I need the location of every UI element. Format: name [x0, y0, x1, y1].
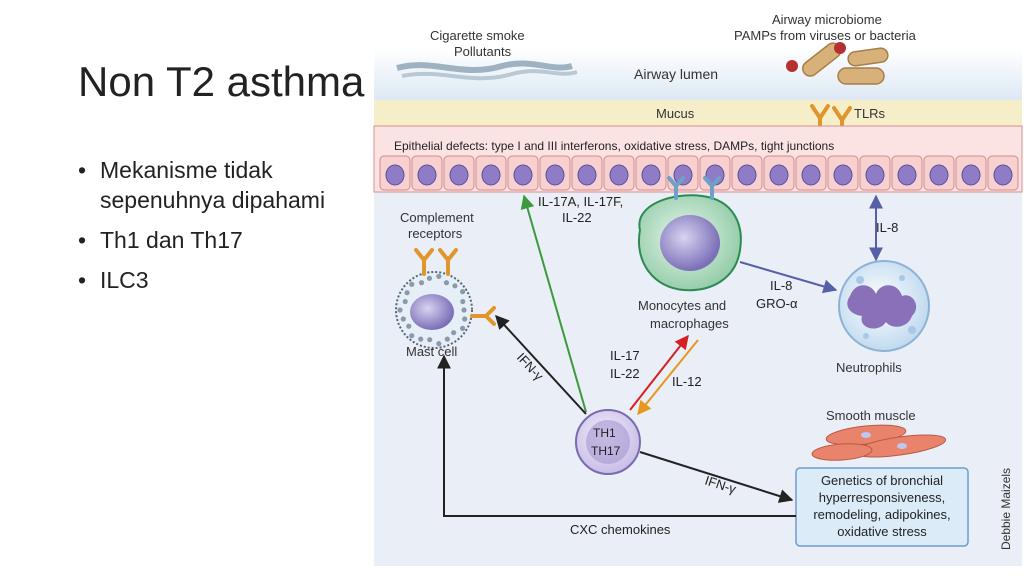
- il17-label: IL-17: [610, 348, 640, 363]
- epithelial-nucleus: [481, 164, 501, 186]
- macrophage-icon: [637, 176, 742, 292]
- mast-cell-granule: [402, 298, 408, 305]
- monocytes-label: Monocytes and: [638, 298, 726, 313]
- mast-cell-granule: [460, 298, 466, 305]
- genetics-box: [795, 467, 969, 547]
- mast-cell-granule: [461, 307, 467, 313]
- th-cell-icon: [575, 409, 641, 475]
- genetics-line1: Genetics of bronchial: [821, 473, 943, 488]
- genetics-line3: remodeling, adipokines,: [813, 507, 950, 522]
- epithelial-nucleus: [673, 164, 693, 186]
- bullet-item: Mekanisme tidak sepenuhnya dipahami: [78, 155, 368, 215]
- genetics-line2: hyperresponsiveness,: [819, 490, 945, 505]
- tlrs-label: TLRs: [854, 106, 886, 121]
- gro-alpha-label: GRO-α: [756, 296, 798, 311]
- airway-lumen-band: [374, 48, 1022, 100]
- mast-cell-granule: [451, 330, 457, 336]
- th17-label: TH17: [591, 444, 621, 458]
- neutrophils-label: Neutrophils: [836, 360, 902, 375]
- arrow-macrophage-to-th: [637, 339, 699, 416]
- bullet-item: ILC3: [78, 265, 368, 295]
- mast-cell-granule: [400, 316, 406, 322]
- il8-mid-label: IL-8: [770, 278, 792, 293]
- epithelial-nucleus: [385, 164, 405, 186]
- mast-cell-granule: [427, 337, 433, 343]
- epithelial-nucleus: [833, 164, 853, 186]
- bullet-item: Th1 dan Th17: [78, 225, 368, 255]
- epithelial-nucleus: [897, 164, 917, 186]
- epithelial-nucleus: [961, 164, 981, 186]
- pollutants-label: Pollutants: [454, 44, 512, 59]
- complement-label: Complement: [400, 210, 474, 225]
- arrow-genetics-to-mast-cell: [437, 354, 796, 517]
- th1-label: TH1: [593, 426, 616, 440]
- mast-cell-icon: [395, 271, 473, 349]
- bacteria-icon: [802, 42, 889, 85]
- cxc-chemokines-label: CXC chemokines: [570, 522, 671, 537]
- epithelial-nucleus: [993, 164, 1013, 186]
- smooth-muscle-icon: [811, 424, 947, 461]
- epithelial-nucleus: [737, 164, 757, 186]
- epithelial-nucleus: [417, 164, 437, 186]
- non-t2-asthma-diagram: Cigarette smoke Pollutants Airway microb…: [373, 12, 1023, 566]
- smoke-icon: [396, 60, 578, 81]
- bullet-list: Mekanisme tidak sepenuhnya dipahami Th1 …: [78, 155, 368, 305]
- mast-cell-granule: [436, 341, 442, 347]
- arrow-th-to-genetics: [639, 451, 794, 503]
- macrophages-label: macrophages: [650, 316, 729, 331]
- epithelial-nucleus: [641, 164, 661, 186]
- mast-cell-granule: [404, 290, 410, 296]
- mast-cell-granule: [406, 323, 412, 329]
- pamps-label: PAMPs from viruses or bacteria: [734, 28, 917, 43]
- slide-title: Non T2 asthma: [78, 58, 365, 105]
- mast-cell-granule: [418, 280, 425, 286]
- receptors-label: receptors: [408, 226, 463, 241]
- epithelial-nucleus: [609, 164, 629, 186]
- arrow-macrophage-to-neutrophil: [739, 261, 838, 294]
- epithelial-cells: [379, 155, 1019, 191]
- arrow-th-to-macrophage: [629, 334, 689, 411]
- il12-label: IL-12: [672, 374, 702, 389]
- epithelial-nucleus: [801, 164, 821, 186]
- mast-cell-granule: [444, 336, 450, 342]
- mast-cell-label: Mast cell: [406, 344, 457, 359]
- epithelial-nucleus: [769, 164, 789, 186]
- arrow-th-to-mast-cell: [495, 314, 587, 415]
- epithelial-nucleus: [577, 164, 597, 186]
- airway-lumen-label: Airway lumen: [634, 66, 718, 82]
- microbiome-label: Airway microbiome: [772, 12, 882, 27]
- cigarette-label: Cigarette smoke: [430, 28, 525, 43]
- epithelial-nucleus: [545, 164, 565, 186]
- mast-cell-granule: [460, 325, 466, 331]
- mucus-band: [374, 100, 1022, 126]
- mast-cell-granule: [443, 280, 450, 286]
- epithelial-nucleus: [513, 164, 533, 186]
- il8-top-label: IL-8: [876, 220, 898, 235]
- mast-cell-granule: [436, 273, 442, 279]
- virus-icon: [786, 42, 846, 72]
- epithelial-nucleus: [929, 164, 949, 186]
- mucus-label: Mucus: [656, 106, 695, 121]
- mast-cell-granule: [418, 336, 424, 342]
- il22-top-label: IL-22: [562, 210, 592, 225]
- illustrator-credit: Debbie Maizels: [999, 468, 1013, 550]
- epithelial-nucleus: [449, 164, 469, 186]
- arrow-th-to-epithelium: [520, 194, 587, 413]
- il17a-label: IL-17A, IL-17F,: [538, 194, 623, 209]
- mast-cell-granule: [462, 316, 468, 322]
- mast-cell-granule: [409, 281, 415, 287]
- mast-cell-granule: [426, 275, 433, 281]
- mast-cell-granule: [452, 283, 458, 289]
- epithelial-nucleus: [865, 164, 885, 186]
- smooth-muscle-label: Smooth muscle: [826, 408, 916, 423]
- neutrophil-icon: [838, 260, 930, 352]
- mast-cell-granule: [460, 289, 466, 295]
- mast-cell-granule: [409, 333, 415, 339]
- complement-receptor-icon: [414, 248, 496, 326]
- genetics-line4: oxidative stress: [837, 524, 927, 539]
- mast-cell-granule: [397, 307, 403, 313]
- epithelial-label: Epithelial defects: type I and III inter…: [394, 139, 834, 153]
- il22-label: IL-22: [610, 366, 640, 381]
